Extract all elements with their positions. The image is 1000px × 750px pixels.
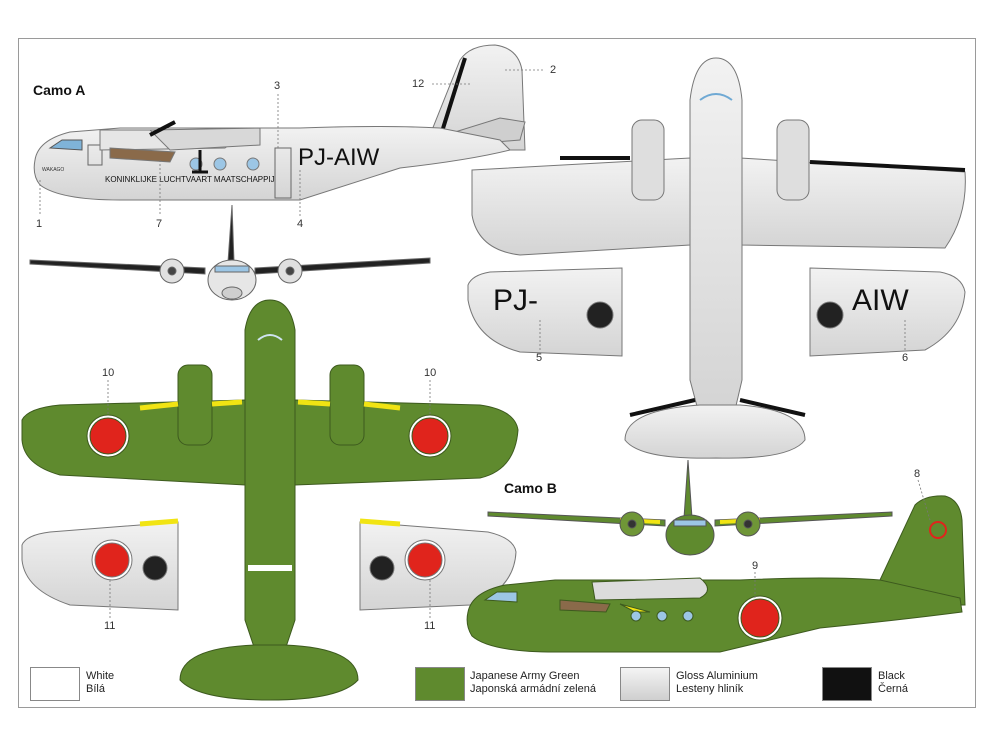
callout-12: 12 [412,78,425,90]
legend-green-en: Japanese Army Green [470,670,580,682]
legend-black: Black Černá [878,670,908,696]
airline-name: KONINKLIJKE LUCHTVAART MAATSCHAPPIJ [105,175,275,184]
camo-a-side-view [33,44,526,201]
legend-black-cz: Černá [878,683,908,695]
legend-green: Japanese Army Green Japonská armádní zel… [470,670,596,696]
camo-b-wing-panel-right [359,518,517,611]
legend-aluminium: Gloss Aluminium Lesteny hliník [676,670,758,696]
callout-7: 7 [156,218,163,230]
legend-aluminium-en: Gloss Aluminium [676,670,758,682]
camo-b-top-view [21,299,519,701]
camo-a-wing-panel-right [809,267,966,357]
wing-registration-left: PJ- [493,284,538,317]
camo-a-wing-panel-left [467,267,623,357]
camo-b-side-view [466,495,966,653]
camo-b-label: Camo B [504,480,557,496]
legend-green-cz: Japonská armádní zelená [470,683,596,695]
legend-white: White Bílá [86,670,114,696]
callout-11-left: 11 [104,620,116,632]
legend-swatch-white [30,667,80,701]
camo-a-front-view [29,204,431,301]
callout-10-left: 10 [102,367,115,379]
legend-swatch-aluminium [620,667,670,701]
sheet-frame [18,38,976,708]
nose-name: WAKAGO [42,167,64,173]
legend-white-cz: Bílá [86,683,105,695]
callout-4: 4 [297,218,304,230]
camo-a-label: Camo A [33,82,86,98]
legend-aluminium-cz: Lesteny hliník [676,683,744,695]
callout-2: 2 [550,64,557,76]
callout-9: 9 [752,560,759,572]
legend-black-en: Black [878,670,905,682]
camo-b-wing-panel-left [21,518,179,611]
wing-registration-right: AIW [852,284,909,317]
legend-white-en: White [86,670,115,682]
camo-a-top-view [471,57,966,459]
legend-swatch-green [415,667,465,701]
legend-swatch-black [822,667,872,701]
callout-8: 8 [914,468,921,480]
camo-b-front-view [487,459,893,556]
callout-11-right: 11 [424,620,436,632]
callout-3: 3 [274,80,281,92]
callout-5: 5 [536,352,543,364]
callout-1: 1 [36,218,43,230]
callout-leaders [39,69,931,618]
side-registration: PJ-AIW [298,144,380,171]
callout-6: 6 [902,352,909,364]
callout-10-right: 10 [424,367,437,379]
